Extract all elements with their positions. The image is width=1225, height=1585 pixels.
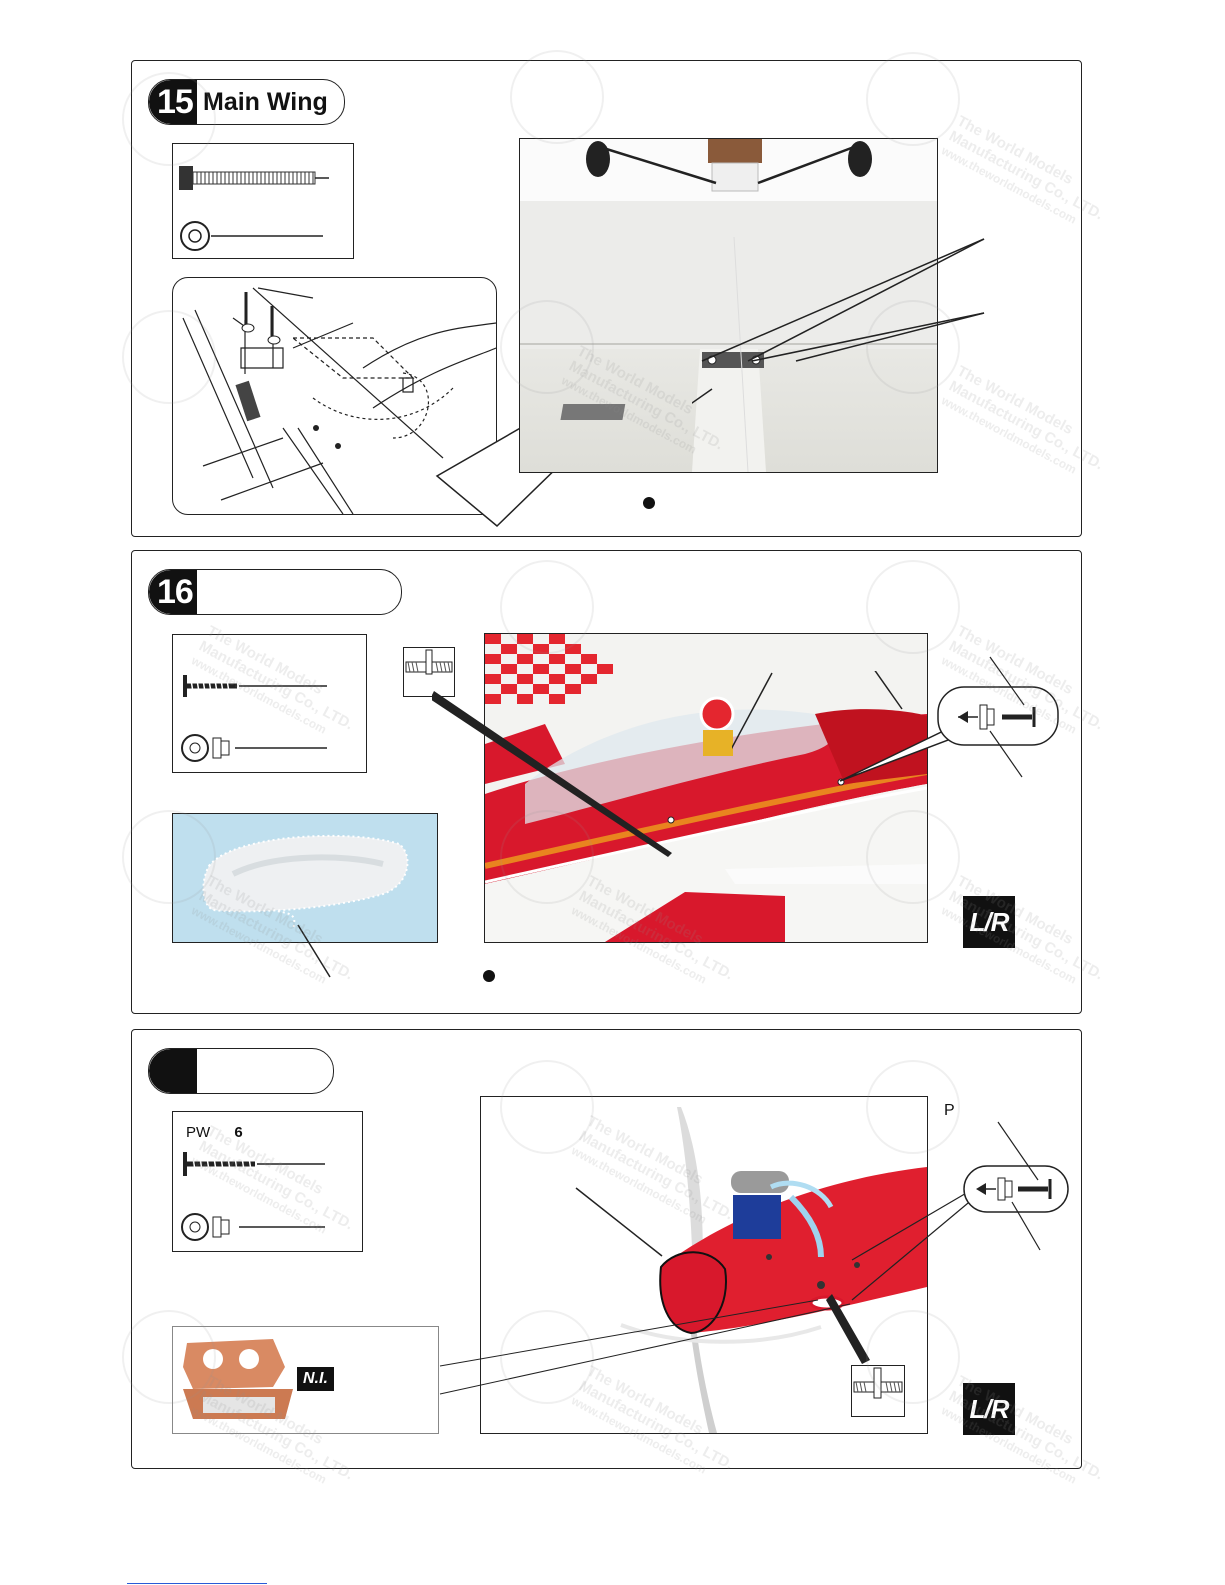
step-16-leader-lines [432,671,903,857]
step-15-parts-box [172,143,354,259]
step-15-title: Main Wing [203,87,328,116]
canopy-leader [297,924,331,978]
step-16-note-bullet [483,970,495,982]
step-17-mount-wedge [439,1299,851,1395]
step-15-note-bullet [643,497,655,509]
step-15-title-pill: 15 Main Wing [148,79,345,125]
drill-through-icon [853,1367,903,1399]
engine-cowl-image [620,1107,927,1433]
step-15-number: 15 [149,80,197,124]
step-16-number: 16 [149,570,197,614]
step-17-photo-label: P [944,1102,955,1119]
step-17-parts-box: PW 6 [172,1111,363,1252]
step-16-screw-callout [732,656,1059,782]
step-16-title-pill: 16 [148,569,402,615]
step-16-parts-box [172,634,367,773]
washer-icon [267,335,281,345]
step-15-panel: 15 Main Wing [131,60,1082,537]
bolt-and-washer-illustration [179,166,329,251]
drill-detail-box [403,647,455,697]
fuselage-canopy-image [485,634,927,942]
step-15-leader-lines [692,238,985,404]
wing-underside-image [520,139,937,472]
screw-and-grommet-illustration [181,675,327,762]
step-16-canopy-photo [172,813,438,943]
bolt-head-icon [179,166,193,190]
step-16-fuselage-photo [484,633,928,943]
step-17-screw-callout [851,1121,1069,1301]
step-17-number [149,1049,197,1093]
step-17-panel: PW 6 N.I. [131,1029,1082,1469]
washer-icon [241,323,255,333]
step-15-wing-photo [519,138,938,473]
screw-and-grommet-illustration [181,1152,325,1241]
screw-callout-bubble [937,686,1059,746]
ni-badge: N.I. [297,1367,334,1391]
wing-bolt-plate-icon [702,352,764,368]
spinner-leader [575,1187,663,1257]
footer-link-underline[interactable] [127,1583,267,1584]
step-17-title-pill [148,1048,334,1094]
bolt-icon [244,292,274,336]
step-17-mount-photo: N.I. [172,1326,439,1434]
step-17-part-label: PW 6 [186,1124,243,1141]
step-16-panel: 16 [131,550,1082,1014]
drill-through-icon [405,649,453,675]
step-17-drill-detail-box [851,1365,905,1417]
canopy-image [202,834,409,930]
mounting-plate-icon [235,380,261,422]
step-17-lr-badge: L/R [963,1383,1015,1435]
engine-mount-image [183,1339,293,1419]
screw-callout-bubble [963,1165,1069,1213]
step-16-lr-badge: L/R [963,896,1015,948]
wing-tape-icon [560,404,626,420]
step-17-drill-pointer [826,1294,870,1364]
wing-mount-line-drawing [182,287,496,514]
